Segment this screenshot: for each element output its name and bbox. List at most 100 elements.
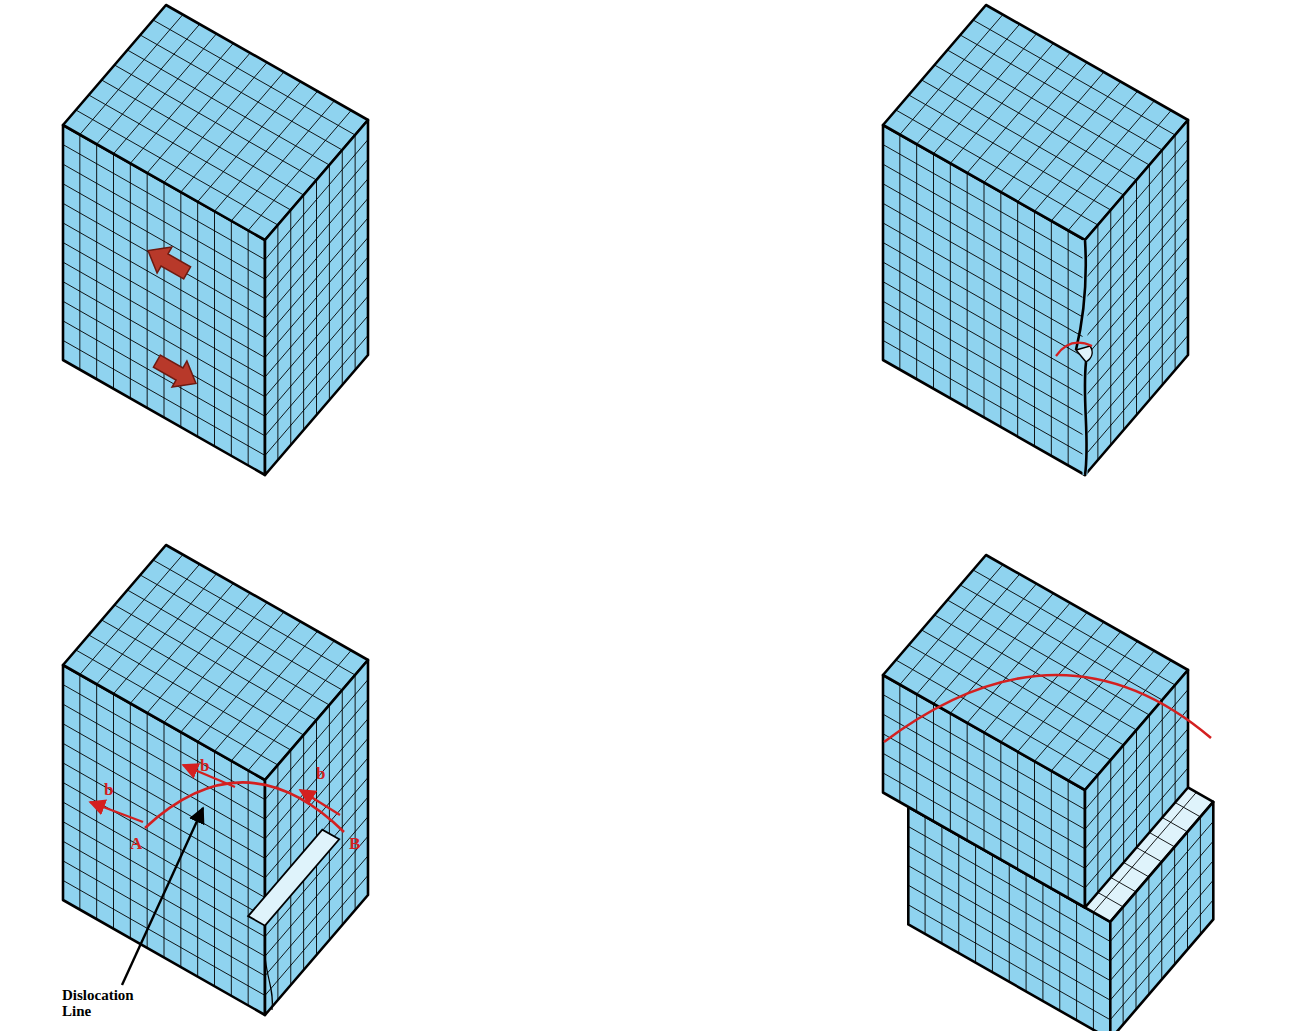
lattice-line [115,605,317,720]
lattice-line [1085,257,1188,377]
lattice-line [883,301,1085,416]
lattice-line [1085,316,1188,436]
lattice-line [973,20,1175,135]
lattice-line [63,822,265,937]
lattice-line [63,841,265,956]
cube-face [1085,120,1188,475]
lattice-line [265,335,368,455]
lattice-line [1085,748,1188,868]
point-label: B [349,834,360,854]
lattice-line [140,575,342,690]
shear-arrow [149,348,203,396]
lattice-line [153,20,355,135]
lattice-line [265,198,368,318]
lattice-line [1085,238,1188,358]
lattice-line [1085,140,1188,260]
lattice-line [102,620,304,735]
lattice-line [1085,690,1188,810]
lattice-line [896,660,1098,775]
lattice-line [89,95,291,210]
lattice-line [1085,198,1188,318]
lattice-line [1085,709,1188,829]
lattice-line [935,615,1137,730]
lattice-line [1110,900,1213,1020]
lattice-line [947,50,1149,165]
lattice-line [265,296,368,416]
lattice-line [63,223,265,338]
lattice-line [1110,880,1213,1000]
crystal-cube [883,555,1188,908]
lattice-line [140,35,342,150]
lattice-line [127,590,329,705]
lattice-line [265,140,368,260]
lattice-line [960,585,1162,700]
lattice-line [265,277,368,397]
leader-line [122,808,203,985]
lattice-line [1085,296,1188,416]
burgers-vector-label: b [316,764,325,784]
shear-arrow [141,238,195,286]
crystal-cube [63,5,368,475]
cube-edge [1085,120,1188,475]
lattice-line [922,630,1124,745]
lattice-line [883,773,1085,888]
lattice-line [883,223,1085,338]
lattice-line [265,316,368,436]
lattice-line [947,600,1149,715]
lattice-line [1085,768,1188,888]
lattice-line [883,262,1085,377]
lattice-line [883,243,1085,358]
burgers-vector-arrow [300,790,340,815]
point-label: A [130,834,142,854]
crystal-cube [63,545,368,1015]
lattice-line [265,719,368,839]
lattice-line [960,35,1162,150]
slip-step [1076,346,1092,362]
lattice-line [1110,861,1213,981]
cube-face [1085,670,1188,908]
lattice-line [1085,159,1188,279]
lattice-line [63,802,265,917]
lattice-line [102,80,304,195]
lattice-line [63,880,265,995]
lattice-line [909,645,1111,760]
lattice-line [127,50,329,165]
lattice-line [909,95,1111,210]
lattice-line [265,179,368,299]
lattice-line [265,159,368,279]
lattice-line [63,282,265,397]
dislocation-line [145,782,344,832]
lattice-line [115,65,317,180]
dislocation-loop [1056,343,1092,356]
lattice-line [265,817,368,937]
lattice-line [76,650,278,765]
lattice-line [89,635,291,750]
lattice-line [935,65,1137,180]
lattice-line [1085,335,1188,455]
burgers-vector-label: b [200,756,209,776]
lattice-line [265,218,368,338]
lattice-line [922,80,1124,195]
lattice-line [908,905,1110,1020]
lattice-line [63,340,265,455]
lattice-line [153,560,355,675]
burgers-vector-arrow [90,802,143,822]
lattice-line [63,301,265,416]
lattice-line [265,856,368,976]
lattice-line [1085,277,1188,397]
cube-face [265,120,368,475]
distorted-edge [1085,362,1087,475]
lattice-line [883,282,1085,397]
cube-edge [265,120,368,475]
lattice-line [265,257,368,377]
slip-step [248,830,339,926]
lattice-line [63,763,265,878]
callout-label: Dislocation Line [62,988,157,1020]
lattice-line [883,340,1085,455]
distorted-edge [1076,240,1086,350]
lattice-line [265,680,368,800]
lattice-line [973,570,1175,685]
lattice-line [1085,218,1188,338]
